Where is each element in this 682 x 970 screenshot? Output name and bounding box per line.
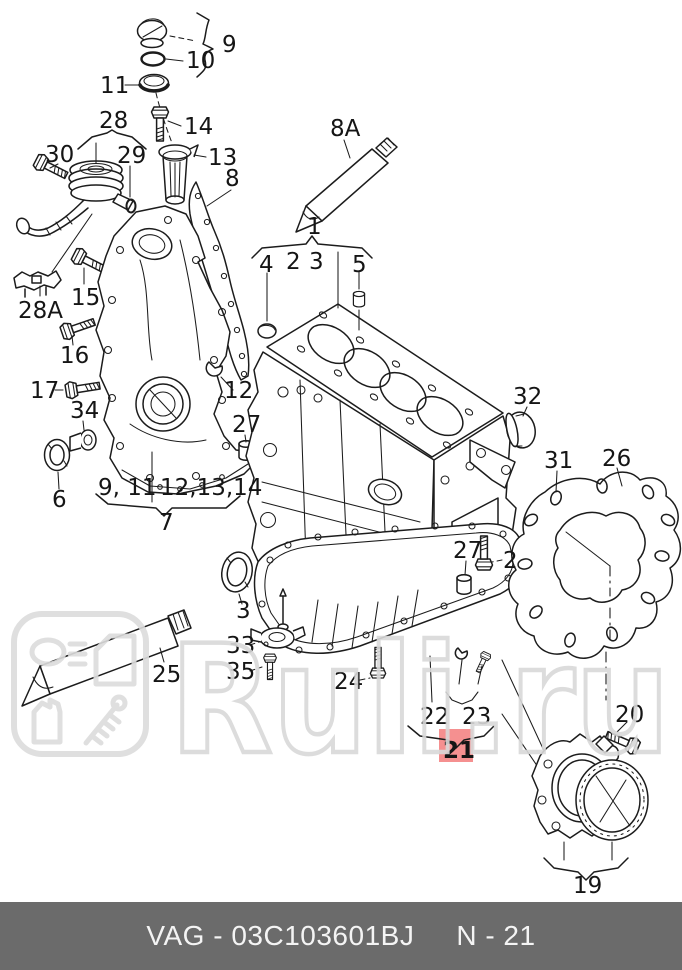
filler-seal-ring xyxy=(138,73,170,93)
sealing-cap-32 xyxy=(505,411,536,449)
callout-4[interactable]: 4 xyxy=(259,252,274,278)
callout-23[interactable]: 23 xyxy=(462,704,491,730)
headlight-icon xyxy=(29,637,67,667)
rear-gasket-26 xyxy=(508,471,682,659)
sealant-tube-8A xyxy=(295,137,398,233)
callout-17[interactable]: 17 xyxy=(30,378,59,404)
oil-level-sensor xyxy=(250,588,306,649)
car-door-icon xyxy=(93,633,137,687)
callout-28[interactable]: 28 xyxy=(99,108,128,134)
cap-axis-line xyxy=(155,92,173,144)
callout-15[interactable]: 15 xyxy=(71,285,100,311)
callout-28A[interactable]: 28A xyxy=(18,298,63,324)
callout-7[interactable]: 7 xyxy=(159,510,174,536)
callout-8A[interactable]: 8A xyxy=(330,116,361,142)
callout-22[interactable]: 22 xyxy=(420,704,449,730)
callout-2-group[interactable]: 2 xyxy=(286,249,301,275)
sealant-tube-25 xyxy=(21,609,192,707)
callout-labels: 9 10 11 14 13 28 29 30 8 8A 15 28A 16 17… xyxy=(18,32,644,899)
oil-cooler-hose xyxy=(15,199,89,237)
callout-3-group[interactable]: 3 xyxy=(309,249,324,275)
highlight-box-21[interactable] xyxy=(439,729,473,762)
bolt-17 xyxy=(63,376,102,401)
bracket-22-23 xyxy=(407,725,495,749)
bolt-16 xyxy=(58,313,98,342)
callout-33[interactable]: 33 xyxy=(226,633,255,659)
alignment-axis xyxy=(605,565,611,701)
oil-filler-cap xyxy=(136,18,168,49)
callout-16[interactable]: 16 xyxy=(60,343,89,369)
callout-25[interactable]: 25 xyxy=(152,662,181,688)
callout-8[interactable]: 8 xyxy=(225,166,240,192)
callout-24[interactable]: 24 xyxy=(334,669,363,695)
head-gasket xyxy=(266,303,504,458)
rear-seal-flange-19 xyxy=(501,659,649,841)
oil-cooler xyxy=(68,160,134,211)
callout-12[interactable]: 12 xyxy=(224,378,253,404)
watermark-text: Ruli.ru xyxy=(170,614,670,788)
callout-group-9-11[interactable]: 9, 11 xyxy=(98,475,157,501)
callout-group-12-13-14[interactable]: 12,13,14 xyxy=(160,475,262,501)
callout-19[interactable]: 19 xyxy=(573,873,602,899)
dowel-5 xyxy=(352,290,366,308)
watermark-logo xyxy=(11,611,149,757)
callout-5[interactable]: 5 xyxy=(352,252,367,278)
callout-27-left[interactable]: 27 xyxy=(232,412,261,438)
leader-lines xyxy=(39,12,629,881)
bracket-28A xyxy=(13,270,62,298)
callout-14[interactable]: 14 xyxy=(184,114,213,140)
oil-can-icon xyxy=(31,697,63,745)
callout-21-highlighted[interactable]: 21 xyxy=(443,738,475,764)
footer-bar: VAG - 03C103601BJ N - 21 xyxy=(0,902,682,970)
cap-o-ring xyxy=(140,51,166,67)
bolt-14 xyxy=(150,106,170,142)
callout-35[interactable]: 35 xyxy=(226,659,255,685)
callout-34[interactable]: 34 xyxy=(70,398,99,424)
leader-28A xyxy=(51,213,93,273)
callout-20[interactable]: 20 xyxy=(615,702,644,728)
callout-11[interactable]: 11 xyxy=(100,73,129,99)
callout-10[interactable]: 10 xyxy=(186,48,215,74)
footer-part-number: VAG - 03C103601BJ xyxy=(146,920,415,951)
footer-page-ref: N - 21 xyxy=(456,920,536,951)
timing-cover xyxy=(95,205,257,495)
o-ring-29 xyxy=(125,198,137,214)
watermark: Ruli.ru xyxy=(11,611,672,790)
damper-34 xyxy=(69,429,97,452)
callout-3-seal[interactable]: 3 xyxy=(236,598,251,624)
core-plug-4 xyxy=(257,323,277,339)
callout-9[interactable]: 9 xyxy=(222,32,237,58)
callout-26[interactable]: 26 xyxy=(602,446,631,472)
callout-1[interactable]: 1 xyxy=(307,214,322,240)
callout-27-right[interactable]: 27 xyxy=(453,538,482,564)
callout-13[interactable]: 13 xyxy=(208,145,237,171)
shock-absorber-icon xyxy=(83,702,122,746)
callout-29[interactable]: 29 xyxy=(117,143,146,169)
seal-ring-6 xyxy=(43,438,71,472)
sensor-clip-12 xyxy=(205,361,224,377)
oil-filler-neck xyxy=(158,144,199,205)
diagram-canvas: 9 10 11 14 13 28 29 30 8 8A 15 28A 16 17… xyxy=(11,12,682,899)
dowel-27-right xyxy=(456,574,472,595)
callout-6[interactable]: 6 xyxy=(52,487,67,513)
seal-ring-3 xyxy=(220,551,254,593)
callout-30[interactable]: 30 xyxy=(45,142,74,168)
clip-and-screw-23 xyxy=(454,647,493,675)
callout-2-bolt[interactable]: 2 xyxy=(503,548,518,574)
callout-32[interactable]: 32 xyxy=(513,384,542,410)
callout-31[interactable]: 31 xyxy=(544,448,573,474)
